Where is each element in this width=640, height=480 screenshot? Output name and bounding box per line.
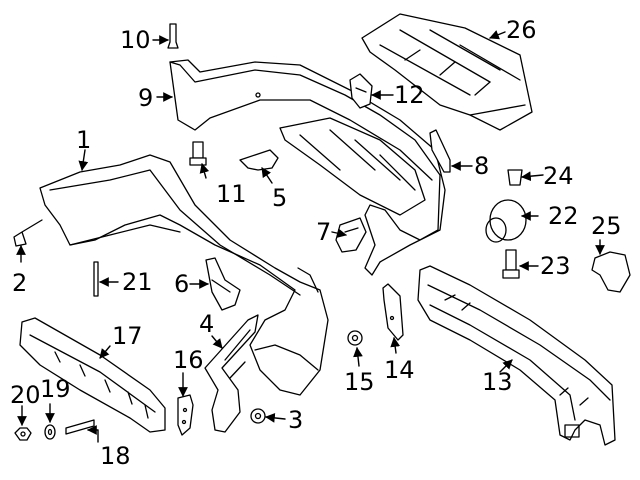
- callout-16: 16: [173, 346, 204, 374]
- callout-17: 17: [112, 322, 143, 350]
- callout-8: 8: [474, 152, 490, 180]
- part-lower-bar-17: [19, 317, 166, 433]
- callout-22: 22: [548, 202, 579, 230]
- part-nut-15: [347, 330, 363, 346]
- part-bracket-25: [591, 251, 631, 293]
- callout-26: 26: [506, 16, 537, 44]
- part-clip-7: [335, 217, 367, 253]
- part-bumper-cover-1: [39, 154, 329, 396]
- part-screw-2: [13, 219, 43, 247]
- callout-2: 2: [12, 269, 28, 297]
- part-strip-8: [429, 129, 451, 173]
- callout-11: 11: [216, 180, 247, 208]
- leader-lines: [16, 30, 605, 443]
- callout-23: 23: [540, 252, 571, 280]
- callout-1: 1: [76, 126, 92, 154]
- callout-20: 20: [10, 381, 41, 409]
- callout-14: 14: [384, 356, 415, 384]
- part-pin-21: [93, 261, 99, 297]
- callout-21: 21: [122, 268, 153, 296]
- part-clip-12: [349, 73, 373, 109]
- part-small-bracket-16: [177, 394, 194, 436]
- callout-5: 5: [272, 184, 288, 212]
- callout-4: 4: [199, 310, 215, 338]
- part-upper-cover-9: [169, 59, 446, 276]
- callout-13: 13: [482, 368, 513, 396]
- part-rivet-10: [167, 23, 179, 49]
- callout-10: 10: [120, 26, 151, 54]
- callout-7: 7: [316, 218, 332, 246]
- part-bracket-5: [239, 149, 279, 171]
- part-guide-6: [205, 257, 241, 311]
- callout-6: 6: [174, 270, 190, 298]
- part-clip-24: [507, 169, 523, 186]
- part-bracket-14: [382, 283, 404, 341]
- callout-19: 19: [40, 375, 71, 403]
- callout-25: 25: [591, 212, 622, 240]
- part-nut-3: [250, 408, 266, 424]
- part-nut-20: [14, 427, 32, 441]
- part-undershield-26: [361, 13, 533, 131]
- part-pin-18: [65, 419, 95, 435]
- callout-12: 12: [394, 81, 425, 109]
- callout-15: 15: [344, 368, 375, 396]
- part-rear-bar-13: [417, 265, 616, 446]
- callout-3: 3: [288, 406, 304, 434]
- part-bolt-23: [502, 249, 520, 279]
- part-washer-19: [44, 424, 56, 440]
- callout-18: 18: [100, 442, 131, 470]
- callout-9: 9: [138, 84, 154, 112]
- part-bolt-11: [189, 141, 207, 166]
- part-side-bracket-4: [204, 314, 259, 433]
- callout-24: 24: [543, 162, 574, 190]
- part-housing-22: [485, 199, 527, 243]
